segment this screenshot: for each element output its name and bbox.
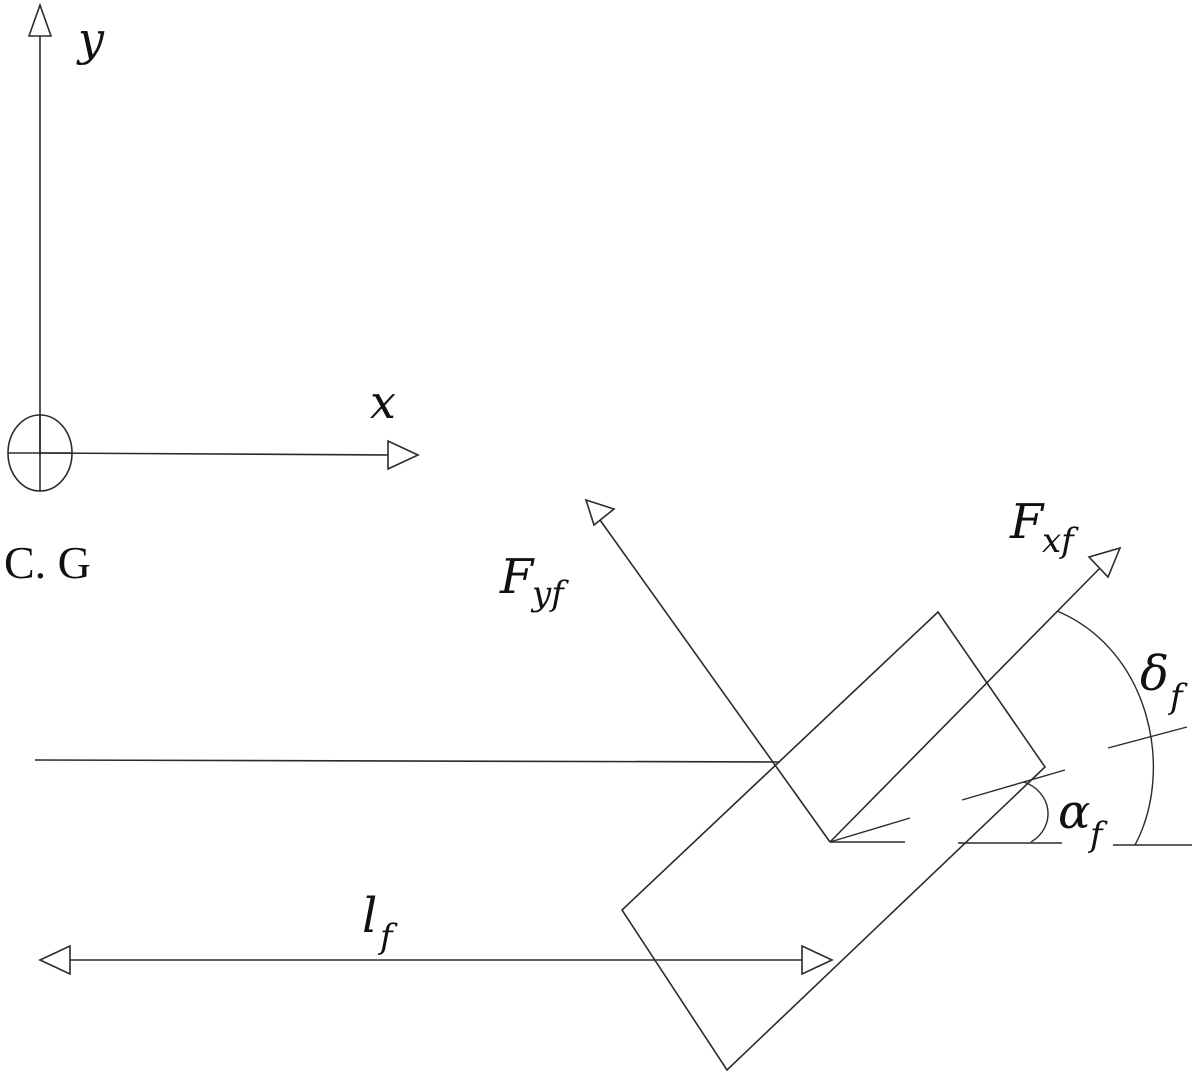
fyf-label-main: F <box>499 549 535 605</box>
x-axis-label: x <box>370 375 396 429</box>
cg-label: C. G <box>4 537 91 588</box>
alpha-arc <box>1023 781 1049 843</box>
alpha-label-subscript: f <box>1087 815 1108 855</box>
delta-label: δ f <box>1140 646 1188 717</box>
delta-tick <box>1107 726 1188 749</box>
lf-label-main: l <box>362 888 377 944</box>
lf-label-subscript: f <box>377 917 398 957</box>
delta-arc <box>1056 610 1154 846</box>
lf-right-arrowhead <box>801 944 834 976</box>
lf-label: l f <box>362 888 398 957</box>
delta-label-subscript: f <box>1167 677 1188 717</box>
front-tire-rectangle <box>620 610 1047 1072</box>
fyf-label: F yf <box>499 549 569 614</box>
fyf-arrowhead <box>584 498 616 527</box>
fxf-label: F xf <box>1009 494 1079 561</box>
y-axis-label: y <box>76 12 105 66</box>
y-axis-arrowhead <box>27 2 53 37</box>
fxf-arrowhead <box>1087 546 1122 579</box>
velocity-direction-line <box>829 817 911 843</box>
lf-left-arrowhead <box>38 944 71 976</box>
vehicle-centerline <box>34 759 781 763</box>
fxf-label-subscript: xf <box>1042 521 1079 561</box>
fxf-force-line <box>829 567 1101 843</box>
coordinate-frame <box>7 2 420 492</box>
fyf-label-subscript: yf <box>530 574 569 614</box>
alpha-label: α f <box>1058 784 1108 855</box>
fxf-label-main: F <box>1009 494 1045 550</box>
fyf-force-line <box>599 519 831 843</box>
alpha-label-main: α <box>1058 784 1090 840</box>
alpha-velocity-line <box>961 769 1066 801</box>
x-axis-line <box>39 452 389 456</box>
x-axis-arrowhead <box>387 439 420 471</box>
delta-label-main: δ <box>1140 646 1169 702</box>
